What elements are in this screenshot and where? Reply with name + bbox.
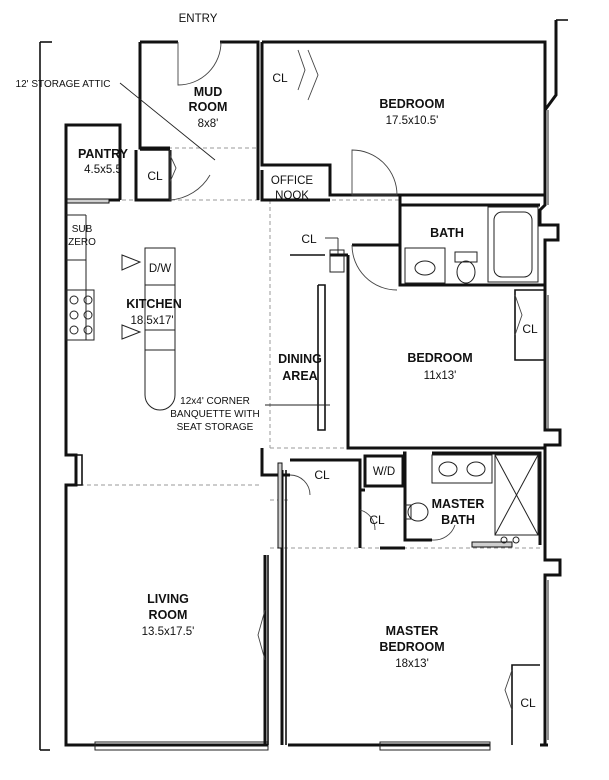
washer-dryer-label: W/D — [373, 466, 395, 478]
master-bedroom-line1: MASTER — [386, 624, 439, 638]
closet-label-master-bath: CL — [369, 513, 385, 527]
bedroom-top-name: BEDROOM — [379, 97, 444, 111]
mud-room-name-1: MUD — [194, 85, 222, 99]
living-line1: LIVING — [147, 592, 189, 606]
dashed-room-boundaries — [66, 147, 540, 549]
door-swings — [169, 41, 456, 541]
banquette-line2: BANQUETTE WITH — [170, 409, 259, 420]
master-bath-fixtures — [404, 454, 539, 548]
master-bedroom-line2: BEDROOM — [379, 640, 444, 654]
master-bath-line1: MASTER — [432, 497, 485, 511]
bedroom-mid-dims: 11x13' — [424, 370, 457, 382]
walls — [39, 19, 568, 751]
closet-label-master-bedroom: CL — [520, 696, 536, 710]
living-line2: ROOM — [149, 608, 188, 622]
master-bath-line2: BATH — [441, 513, 475, 527]
dining-line2: AREA — [282, 369, 317, 383]
bath-name: BATH — [430, 226, 464, 240]
closet-label-bedroom-mid: CL — [522, 322, 538, 336]
pantry-dims: 4.5x5.5 — [84, 164, 122, 176]
storage-attic-label: 12' STORAGE ATTIC — [16, 79, 111, 90]
room-labels: ENTRY 12' STORAGE ATTIC MUD ROOM 8x8' PA… — [16, 13, 485, 670]
closet-label-office: CL — [301, 232, 317, 246]
sub-zero-line2: ZERO — [68, 237, 96, 248]
entry-label: ENTRY — [179, 13, 218, 25]
pantry-name: PANTRY — [78, 147, 129, 161]
closet-labels: CL CL CL CL CL CL CL — [147, 71, 538, 710]
banquette-line1: 12x4' CORNER — [180, 396, 250, 407]
living-dims: 13.5x17.5' — [142, 626, 195, 638]
closet-label-mud-room: CL — [147, 169, 163, 183]
kitchen-name: KITCHEN — [126, 297, 182, 311]
leader-lines — [119, 82, 339, 406]
office-nook-line2: NOOK — [275, 190, 309, 202]
mud-room-name-2: ROOM — [189, 100, 228, 114]
dishwasher-label: D/W — [149, 263, 172, 275]
closet-label-bedroom-top: CL — [272, 71, 288, 85]
bedroom-mid-name: BEDROOM — [407, 351, 472, 365]
closet-doors — [169, 49, 523, 711]
office-nook-line1: OFFICE — [271, 175, 313, 187]
mud-room-dims: 8x8' — [198, 118, 219, 130]
kitchen-fixtures — [65, 214, 176, 411]
bedroom-top-dims: 17.5x10.5' — [386, 115, 439, 127]
banquette-line3: SEAT STORAGE — [177, 422, 254, 433]
master-bedroom-dims: 18x13' — [395, 658, 429, 670]
dining-line1: DINING — [278, 352, 322, 366]
misc-fixtures — [66, 198, 345, 549]
sub-zero-line1: SUB — [72, 224, 93, 235]
closet-label-hall: CL — [314, 468, 330, 482]
kitchen-dims: 18.5x17' — [130, 315, 173, 327]
bath-fixtures — [404, 206, 539, 284]
cooktop-burners — [69, 295, 93, 335]
